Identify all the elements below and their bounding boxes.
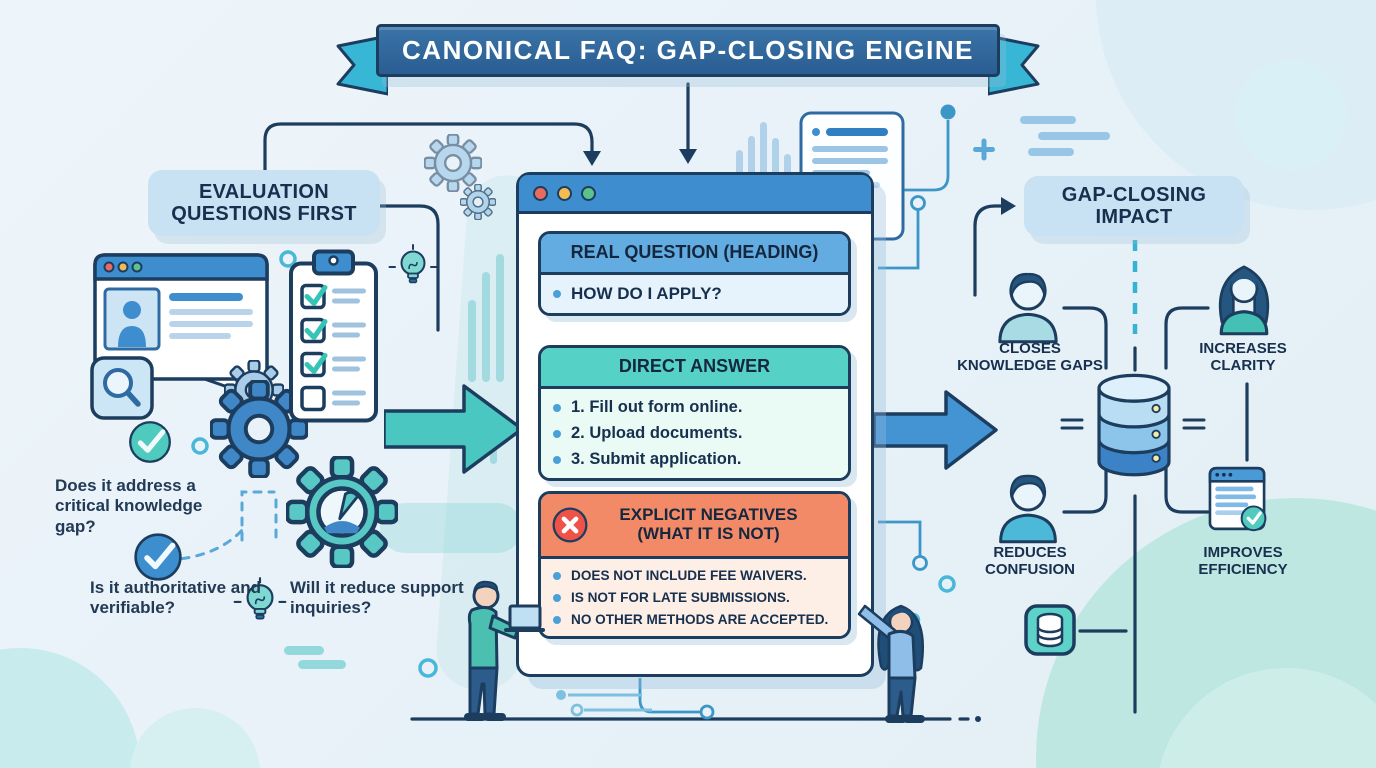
negative-item: NO OTHER METHODS ARE ACCEPTED. [553, 612, 836, 627]
evaluation-question-3: Will it reduce support inquiries? [290, 578, 464, 618]
title-banner: CANONICAL FAQ: GAP-CLOSING ENGINE [336, 24, 1040, 96]
negatives-heading-line2: (WHAT IT IS NOT) [637, 524, 780, 543]
background-blob [1236, 60, 1346, 170]
evaluation-question-1: Does it address a critical knowledge gap… [55, 476, 203, 536]
evaluation-question-2: Is it authoritative and verifiable? [90, 578, 261, 618]
negatives-heading-line1: EXPLICIT NEGATIVES [619, 505, 798, 525]
real-question-item: HOW DO I APPLY? [553, 284, 836, 304]
direct-answer-heading: DIRECT ANSWER [541, 348, 848, 389]
profile-card-icon [93, 253, 269, 395]
check-circle-icon [127, 419, 173, 465]
explicit-negatives-heading: EXPLICIT NEGATIVES (WHAT IT IS NOT) [541, 494, 848, 559]
person-male-icon [999, 474, 1057, 544]
bullet-icon [553, 429, 561, 438]
bullet-icon [553, 403, 561, 412]
impact-improves-efficiency: IMPROVES EFFICIENCY [1198, 544, 1288, 579]
negative-item: IS NOT FOR LATE SUBMISSIONS. [553, 590, 836, 605]
real-question-heading: REAL QUESTION (HEADING) [541, 234, 848, 275]
window-zoom-icon [581, 185, 596, 201]
negative-item-text: DOES NOT INCLUDE FEE WAIVERS. [571, 568, 807, 583]
answer-step-text: 3. Submit application. [571, 450, 742, 468]
check-circle-icon [132, 531, 184, 583]
impact-increases-clarity: INCREASES CLARITY [1199, 340, 1287, 375]
direct-answer-card: DIRECT ANSWER 1. Fill out form online. 2… [538, 345, 851, 481]
explicit-negatives-card: EXPLICIT NEGATIVES (WHAT IT IS NOT) DOES… [538, 491, 851, 639]
negative-item: DOES NOT INCLUDE FEE WAIVERS. [553, 568, 836, 583]
magnifier-icon [90, 356, 154, 420]
answer-step: 1. Fill out form online. [553, 398, 836, 417]
checklist-clipboard-icon [289, 249, 378, 423]
real-question-card: REAL QUESTION (HEADING) HOW DO I APPLY? [538, 231, 851, 316]
negative-item-text: IS NOT FOR LATE SUBMISSIONS. [571, 590, 790, 605]
flow-arrow-right-icon [874, 390, 998, 470]
negative-item-text: NO OTHER METHODS ARE ACCEPTED. [571, 612, 829, 627]
bullet-icon [553, 571, 561, 580]
document-check-icon [1208, 466, 1268, 532]
person-female-icon [1218, 265, 1270, 336]
real-question-text: HOW DO I APPLY? [571, 284, 722, 303]
database-tile-icon [1024, 604, 1076, 656]
bullet-icon [553, 593, 561, 602]
gear-decor-icon [460, 184, 496, 220]
x-circle-icon [552, 507, 588, 543]
answer-step: 2. Upload documents. [553, 424, 836, 443]
browser-titlebar [519, 175, 871, 214]
answer-step-text: 2. Upload documents. [571, 424, 743, 442]
evaluation-questions-heading: EVALUATION QUESTIONS FIRST [148, 170, 380, 236]
impact-closes-knowledge-gaps: CLOSES KNOWLEDGE GAPS [957, 340, 1103, 375]
plus-icon [973, 138, 995, 161]
person-with-laptop-figure [464, 580, 545, 721]
answer-step-text: 1. Fill out form online. [571, 398, 743, 416]
gauge-gear-icon [286, 456, 398, 568]
impact-reduces-confusion: REDUCES CONFUSION [985, 544, 1075, 579]
window-close-icon [533, 185, 548, 201]
bullet-icon [553, 615, 561, 624]
lightbulb-icon [388, 244, 438, 284]
gap-closing-impact-heading: GAP-CLOSING IMPACT [1024, 176, 1244, 236]
window-minimize-icon [557, 185, 572, 201]
person-pointing-figure [857, 604, 925, 723]
database-icon [1097, 373, 1171, 477]
flow-arrow-left-icon [384, 384, 524, 474]
page-title: CANONICAL FAQ: GAP-CLOSING ENGINE [376, 24, 1000, 77]
person-male-icon [998, 272, 1058, 344]
answer-step: 3. Submit application. [553, 450, 836, 469]
bullet-icon [553, 290, 561, 298]
bullet-icon [553, 455, 561, 464]
faq-browser-window: REAL QUESTION (HEADING) HOW DO I APPLY? … [516, 172, 874, 677]
